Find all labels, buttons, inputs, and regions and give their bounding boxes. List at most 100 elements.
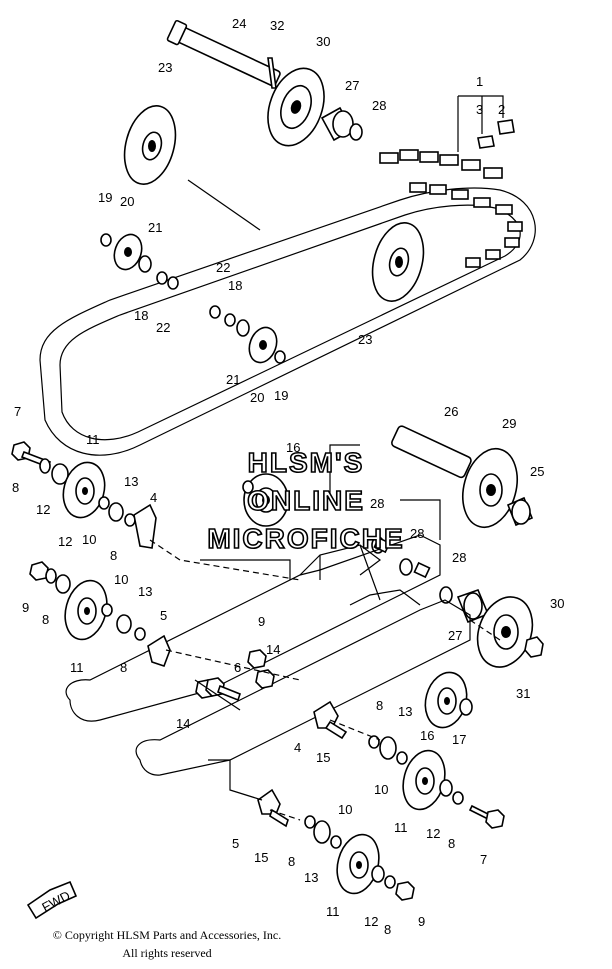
track-belt [39, 95, 536, 456]
callout-13-right: 13 [398, 704, 412, 719]
fwd-label: FWD [39, 888, 72, 915]
callout-27-top: 27 [345, 78, 359, 93]
callout-8-bottom-b: 8 [384, 922, 391, 937]
callout-32: 32 [270, 18, 284, 33]
callout-18-left: 18 [134, 308, 148, 323]
callout-5-bottom: 5 [232, 836, 239, 851]
callout-8-left-b: 8 [42, 612, 49, 627]
washer-28-c [439, 586, 453, 604]
callout-20-mid: 20 [250, 390, 264, 405]
washer-28-b [399, 558, 413, 576]
callout-3: 3 [476, 102, 483, 117]
rear-wheel-23-right [371, 222, 425, 302]
callout-5-top: 5 [160, 608, 167, 623]
callout-13-mid: 13 [138, 584, 152, 599]
callout-30-top: 30 [316, 34, 330, 49]
watermark-line-3: MICROFICHE [207, 523, 404, 554]
callout-24: 24 [232, 16, 246, 31]
rear-wheel-23-left [123, 105, 177, 185]
assembly-lines [149, 444, 501, 821]
callout-4-bottom: 4 [294, 740, 301, 755]
collar-27-front [456, 588, 490, 624]
idler-wheel-group-upper [100, 233, 286, 364]
callout-9-mid: 9 [258, 614, 265, 629]
callout-28-mid-a: 28 [370, 496, 384, 511]
track-clip-3 [477, 135, 495, 149]
callout-15-top: 15 [316, 750, 330, 765]
callout-8-mid-b: 8 [120, 660, 127, 675]
callout-21-top: 21 [148, 220, 162, 235]
watermark: HLSM'S ONLINE MICROFICHE [207, 446, 404, 555]
collar-27 [320, 106, 354, 142]
callout-8-bottom-a: 8 [288, 854, 295, 869]
callout-10-top: 10 [82, 532, 96, 547]
callout-12-right: 12 [426, 826, 440, 841]
callout-19-top: 19 [98, 190, 112, 205]
copyright-line-2: All rights reserved [122, 946, 212, 960]
front-axle-shaft-26 [391, 425, 472, 479]
callout-28-mid-b: 28 [410, 526, 424, 541]
callout-8-mid-a: 8 [110, 548, 117, 563]
rear-axle-shaft [166, 19, 281, 87]
callout-14-top: 14 [266, 642, 280, 657]
callout-26: 26 [444, 404, 458, 419]
callout-4-top: 4 [150, 490, 157, 505]
watermark-line-2: ONLINE [247, 485, 365, 516]
callout-25: 25 [530, 464, 544, 479]
callout-9-bottom: 9 [418, 914, 425, 929]
middle-wheel-16 [242, 473, 289, 527]
callout-14-bottom: 14 [176, 716, 190, 731]
callout-10-bottom: 10 [338, 802, 352, 817]
callout-23-right: 23 [358, 332, 372, 347]
callout-10-mid: 10 [114, 572, 128, 587]
callout-16-mid: 16 [286, 440, 300, 455]
callout-31: 31 [516, 686, 530, 701]
callout-30-right: 30 [550, 596, 564, 611]
callout-28-mid-c: 28 [452, 550, 466, 565]
callout-13-bottom: 13 [304, 870, 318, 885]
callout-22-mid: 22 [216, 260, 230, 275]
watermark-line-1: HLSM'S [248, 447, 365, 478]
front-axle-group [371, 425, 544, 668]
nut-31 [524, 636, 544, 658]
callout-22-left: 22 [156, 320, 170, 335]
callout-7-top: 7 [14, 404, 21, 419]
right-upper-wheel-16 [424, 671, 473, 729]
rear-axle-group [123, 19, 425, 302]
callout-8-left-a: 8 [12, 480, 19, 495]
track-lugs [379, 149, 523, 268]
callout-10-right: 10 [374, 782, 388, 797]
callout-12-top: 12 [36, 502, 50, 517]
left-lower-wheel-group [29, 561, 171, 668]
callout-21-mid: 21 [226, 372, 240, 387]
callout-12-mid: 12 [58, 534, 72, 549]
callout-16-right: 16 [420, 728, 434, 743]
callout-8-right-a: 8 [376, 698, 383, 713]
front-wheel-29 [462, 447, 518, 529]
middle-fasteners [195, 649, 348, 740]
bottom-wheel-group [257, 788, 415, 901]
callout-28-top: 28 [372, 98, 386, 113]
callout-23-top: 23 [158, 60, 172, 75]
callout-15-bottom: 15 [254, 850, 268, 865]
callout-13-top: 13 [124, 474, 138, 489]
callout-19-mid: 19 [274, 388, 288, 403]
left-upper-wheel-group [11, 441, 157, 549]
collar-25 [506, 496, 534, 527]
slide-rail-frame [65, 534, 471, 776]
callout-9-left: 9 [22, 600, 29, 615]
callout-1: 1 [476, 74, 483, 89]
callout-11-top: 11 [86, 432, 100, 447]
callout-27-right: 27 [448, 628, 462, 643]
washer-28-top [349, 123, 363, 141]
rear-wheel-30 [267, 67, 325, 147]
callout-labels: 24 32 30 23 27 28 1 3 2 19 20 21 22 18 1… [12, 16, 564, 937]
callout-11-mid: 11 [70, 660, 84, 675]
callout-11-right: 11 [394, 820, 408, 835]
copyright-line-1: © Copyright HLSM Parts and Accessories, … [52, 928, 282, 942]
callout-18-mid: 18 [228, 278, 242, 293]
fwd-arrow: FWD [26, 880, 78, 920]
right-mid-wheel-group [368, 735, 505, 829]
